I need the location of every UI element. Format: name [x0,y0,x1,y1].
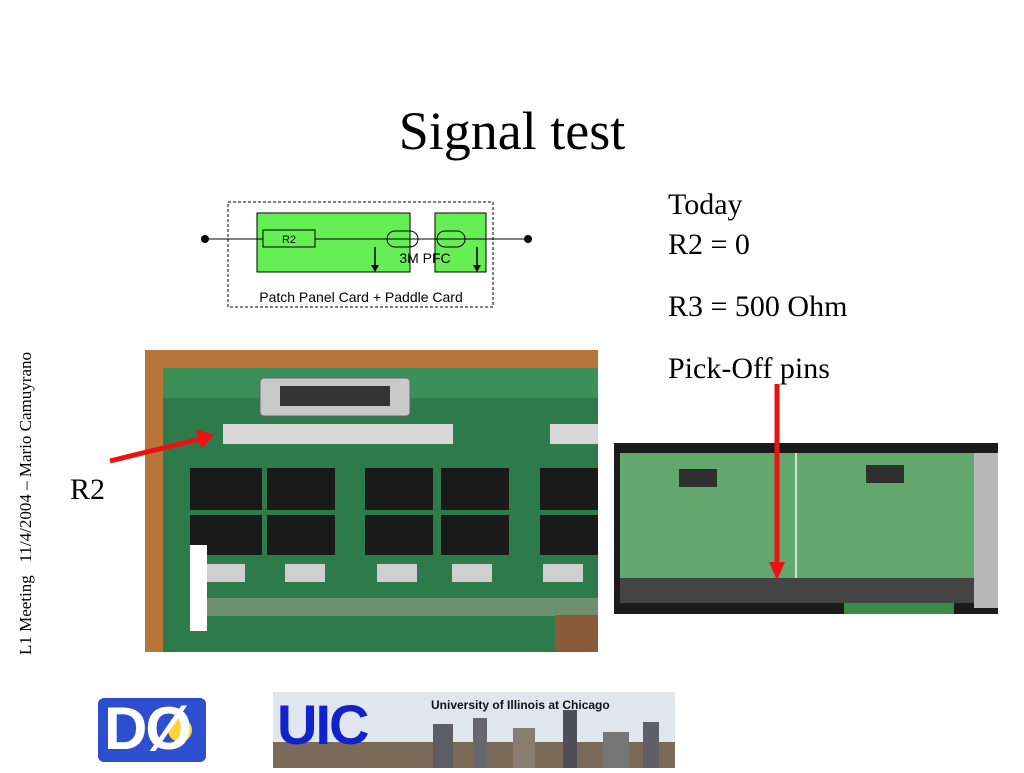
building [433,724,453,768]
header-connector [365,515,433,555]
footer-author: Mario Camuyrano [16,352,35,478]
note-r2: R2 = 0 [668,228,750,261]
scsi-connector-pins [280,386,390,406]
building [603,732,629,768]
footer-separator: – [16,481,35,490]
connector-left [386,230,419,248]
resistor-row-right [550,424,598,444]
note-today: Today [668,188,743,221]
uic-logo-text: UIC [277,693,369,756]
building [513,728,535,768]
uic-name: University of Illinois at Chicago [431,698,610,712]
side-frame [974,453,998,608]
white-marker [190,545,207,631]
header-connector [540,468,598,510]
note-r3: R3 = 500 Ohm [668,290,848,323]
finger [555,615,598,652]
right-terminal [524,235,532,243]
header-connector [267,515,335,555]
uic-logo: UIC University of Illinois at Chicago [273,692,675,768]
d0-logo: DØ [80,690,220,768]
d0-logo-art [98,698,206,762]
header-connector [365,468,433,510]
pickoff-arrow-head [769,562,785,580]
connector [679,469,717,487]
uic-skyline [273,692,675,768]
box-label: Patch Panel Card + Paddle Card [259,289,463,305]
signal-diagram: R2 3M PFC Patch Panel Card + Paddle Card [201,201,532,308]
pickoff-arrow-right [473,265,481,272]
header-connector [540,515,598,555]
connector [866,465,904,483]
header-connector [441,515,509,555]
building [473,718,487,768]
slide-title: Signal test [398,101,626,161]
footer-date: 11/4/2004 [16,494,35,563]
d0-logo-text: DØ [104,695,192,762]
patch-panel-photo [145,350,598,652]
pin-strip [620,578,974,603]
photo-callout-r2: R2 [70,473,106,506]
ic-chip [285,564,325,582]
pickoff-arrow [769,384,785,580]
d0-logo-bg [98,698,206,762]
ic-chip [543,564,583,582]
note-pickoff: Pick-Off pins [668,352,830,385]
building [643,722,659,768]
resistor-r2 [262,229,316,248]
header-connector [441,468,509,510]
left-terminal [201,235,209,243]
d0-burst [168,718,192,742]
connector-right [436,230,466,248]
green-tab [844,603,954,614]
r2-arrow [109,429,214,464]
side-footer: L1 Meeting 11/4/2004 – Mario Camuyrano [16,352,36,655]
pin-row [200,598,598,616]
ic-chip [452,564,492,582]
r2-arrow-shaft [109,436,201,464]
ic-chip [377,564,417,582]
connector-label: 3M PFC [399,250,450,266]
resistor-row [223,424,453,444]
diagram-outer-box [227,201,494,308]
header-connector [190,468,262,510]
ic-chip [205,564,245,582]
resistor-label: R2 [282,234,296,246]
header-connector [267,468,335,510]
paddle-card-photo [614,443,998,614]
r2-arrow-head [196,429,214,449]
building [563,710,577,768]
footer-meeting: L1 Meeting [16,575,35,655]
pickoff-arrow-left [371,265,379,272]
